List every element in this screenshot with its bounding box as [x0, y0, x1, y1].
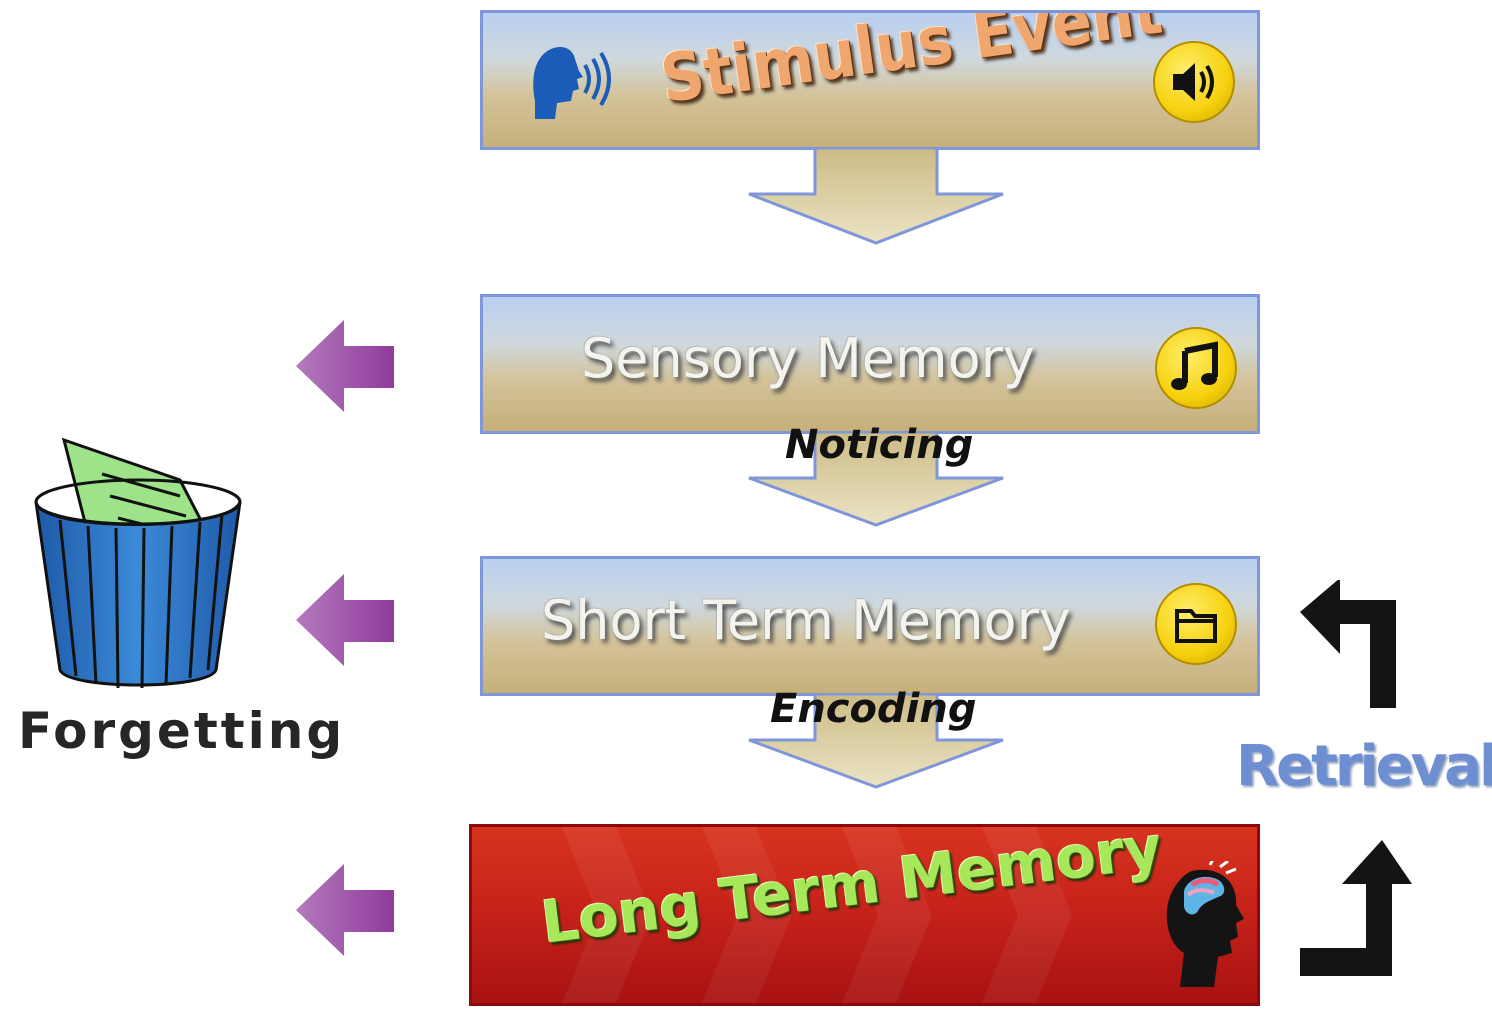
sensory-memory-box: Sensory Memory — [480, 294, 1260, 434]
forgetting-arrow-sensory — [296, 320, 394, 412]
speaker-icon — [1153, 41, 1235, 123]
speaking-head-icon — [533, 47, 611, 119]
head-profile-icon — [1166, 861, 1244, 987]
forgetting-label: Forgetting — [18, 702, 346, 760]
stimulus-event-label: Stimulus Event — [656, 10, 1167, 118]
music-note-icon — [1155, 327, 1237, 409]
forgetting-arrow-short-term — [296, 574, 394, 666]
noticing-label: Noticing — [785, 422, 974, 468]
short-term-memory-label: Short Term Memory — [541, 589, 1071, 652]
down-arrow-short-term-to-long-term — [748, 694, 1004, 789]
folder-icon — [1155, 583, 1237, 665]
encoding-label: Encoding — [770, 686, 977, 732]
short-term-memory-box: Short Term Memory — [480, 556, 1260, 696]
down-arrow-sensory-to-short-term — [748, 432, 1004, 527]
forgetting-arrow-long-term — [296, 864, 394, 956]
down-arrow-stimulus-to-sensory — [748, 148, 1004, 245]
trash-bin-icon — [34, 437, 242, 689]
long-term-memory-box: Long Term Memory — [469, 824, 1260, 1006]
retrieval-arrow-upper — [1300, 580, 1396, 708]
sensory-memory-label: Sensory Memory — [581, 327, 1035, 390]
retrieval-arrow-lower — [1300, 840, 1412, 976]
stimulus-event-box: Stimulus Event — [480, 10, 1260, 150]
retrieval-label: Retrieval — [1236, 734, 1492, 799]
